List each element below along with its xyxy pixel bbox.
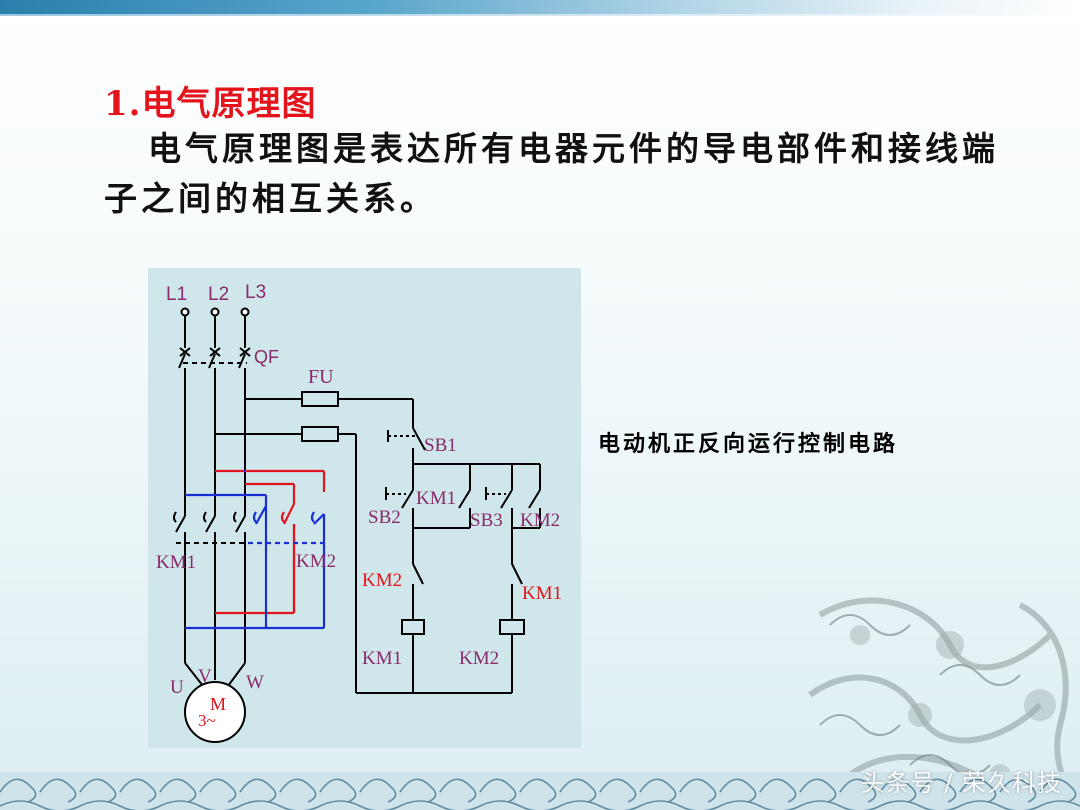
diagram-caption: 电动机正反向运行控制电路 bbox=[598, 432, 899, 457]
km2-coil bbox=[499, 619, 525, 635]
km1-coil bbox=[401, 619, 425, 635]
wave-border-decoration bbox=[0, 772, 1080, 810]
fu-fuse-1 bbox=[301, 391, 339, 407]
label-km2-coil: KM2 bbox=[459, 648, 499, 669]
sb2-contact bbox=[401, 489, 414, 509]
terminal-l1 bbox=[180, 307, 190, 317]
label-km2-main: KM2 bbox=[296, 551, 336, 572]
label-qf: QF bbox=[254, 347, 279, 367]
label-km1-holding: KM1 bbox=[416, 488, 456, 509]
km1-main-contacts bbox=[173, 503, 248, 663]
qf-breaker bbox=[178, 347, 251, 369]
label-l1: L1 bbox=[166, 284, 187, 305]
label-km1-main: KM1 bbox=[156, 552, 196, 573]
label-l3: L3 bbox=[245, 282, 266, 303]
label-sb2: SB2 bbox=[368, 507, 401, 528]
terminal-l3 bbox=[240, 307, 250, 317]
fu-fuse-2 bbox=[301, 426, 339, 442]
km1-holding-contact bbox=[458, 489, 471, 509]
slide-heading: 1.电气原理图 bbox=[104, 84, 317, 124]
label-motor-phase: 3~ bbox=[198, 711, 216, 730]
label-km2-interlock: KM2 bbox=[362, 570, 402, 591]
terminal-l2 bbox=[210, 307, 220, 317]
motor-symbol bbox=[184, 681, 246, 743]
sb1-contact bbox=[412, 427, 426, 451]
label-sb3: SB3 bbox=[470, 510, 503, 531]
label-km1-interlock: KM1 bbox=[522, 583, 562, 604]
label-sb1: SB1 bbox=[424, 435, 457, 456]
label-v: V bbox=[198, 666, 212, 687]
km1-interlock-contact bbox=[511, 563, 523, 585]
circuit-diagram-panel: L1 L2 L3 QF FU SB1 KM1 SB2 SB3 KM2 KM1 K… bbox=[148, 268, 581, 748]
top-accent-bar bbox=[0, 0, 1080, 14]
label-l2: L2 bbox=[208, 284, 229, 305]
label-w: W bbox=[246, 672, 264, 693]
circuit-diagram: L1 L2 L3 QF FU SB1 KM1 SB2 SB3 KM2 KM1 K… bbox=[156, 282, 562, 743]
reverse-wiring bbox=[215, 469, 326, 615]
watermark-text: 头条号 / 荣久科技 bbox=[860, 769, 1062, 797]
label-km1-coil: KM1 bbox=[362, 648, 402, 669]
label-u: U bbox=[170, 677, 184, 698]
label-fu: FU bbox=[308, 366, 334, 388]
sb3-contact bbox=[500, 489, 513, 509]
label-motor-m: M bbox=[210, 694, 226, 714]
km2-interlock-contact bbox=[412, 563, 424, 585]
top-accent-line bbox=[0, 14, 1080, 16]
slide-paragraph: 电气原理图是表达所有电器元件的导电部件和接线端子之间的相互关系。 bbox=[104, 129, 999, 218]
km2-holding-contact bbox=[528, 489, 541, 509]
label-km2-holding: KM2 bbox=[520, 510, 560, 531]
forward-wiring bbox=[185, 469, 326, 630]
